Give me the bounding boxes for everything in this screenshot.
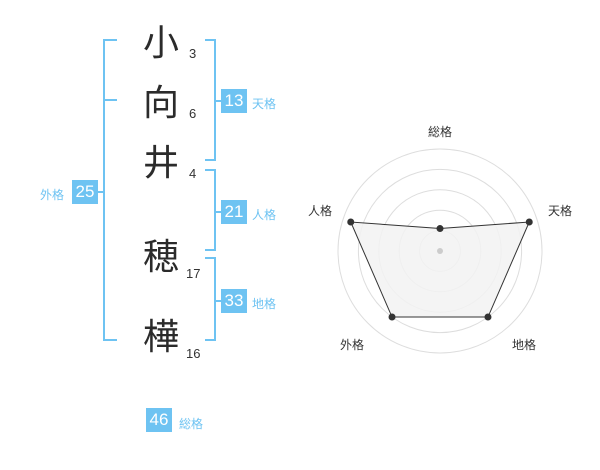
radar-ring (357, 168, 523, 334)
radar-point-1 (436, 225, 444, 233)
soukaku-value: 46 (146, 408, 172, 432)
stroke-count-5: 16 (186, 346, 201, 361)
radar-axis-label-chikaku: 地格 (512, 338, 537, 352)
chikaku-label: 地格 (252, 297, 277, 311)
stroke-count-3: 4 (189, 166, 197, 181)
tenkaku-label: 天格 (252, 97, 277, 111)
radar-ring (337, 148, 543, 354)
radar-axis-label-tenkaku: 天格 (548, 204, 573, 218)
radar-axis-label-gaikaku: 外格 (340, 338, 365, 352)
radar-point-3 (484, 313, 492, 321)
stroke-count-4: 17 (186, 266, 201, 281)
name-char-4: 穂 (143, 237, 180, 278)
radar-point-5 (347, 218, 355, 226)
radar-series-polygon (349, 221, 531, 318)
stroke-count-2: 6 (189, 106, 197, 121)
radar-axis-label-soukaku: 総格 (428, 125, 453, 139)
radar-axis-label-jinkaku: 人格 (308, 204, 333, 218)
soukaku-label: 総格 (179, 417, 204, 431)
radar-point-4 (388, 313, 396, 321)
chikaku-value: 33 (221, 289, 247, 313)
name-char-5: 樺 (143, 317, 180, 358)
name-char-1: 小 (143, 23, 180, 64)
jinkaku-value: 21 (221, 200, 247, 224)
jinkaku-label: 人格 (252, 208, 277, 222)
name-char-2: 向 (143, 83, 180, 124)
radar-point-2 (525, 218, 533, 226)
tenkaku-value: 13 (221, 89, 247, 113)
name-char-3: 井 (143, 143, 180, 184)
gaikaku-label: 外格 (40, 188, 65, 202)
gaikaku-value: 25 (72, 180, 98, 204)
stroke-count-1: 3 (189, 46, 197, 61)
radar-center (437, 248, 443, 254)
